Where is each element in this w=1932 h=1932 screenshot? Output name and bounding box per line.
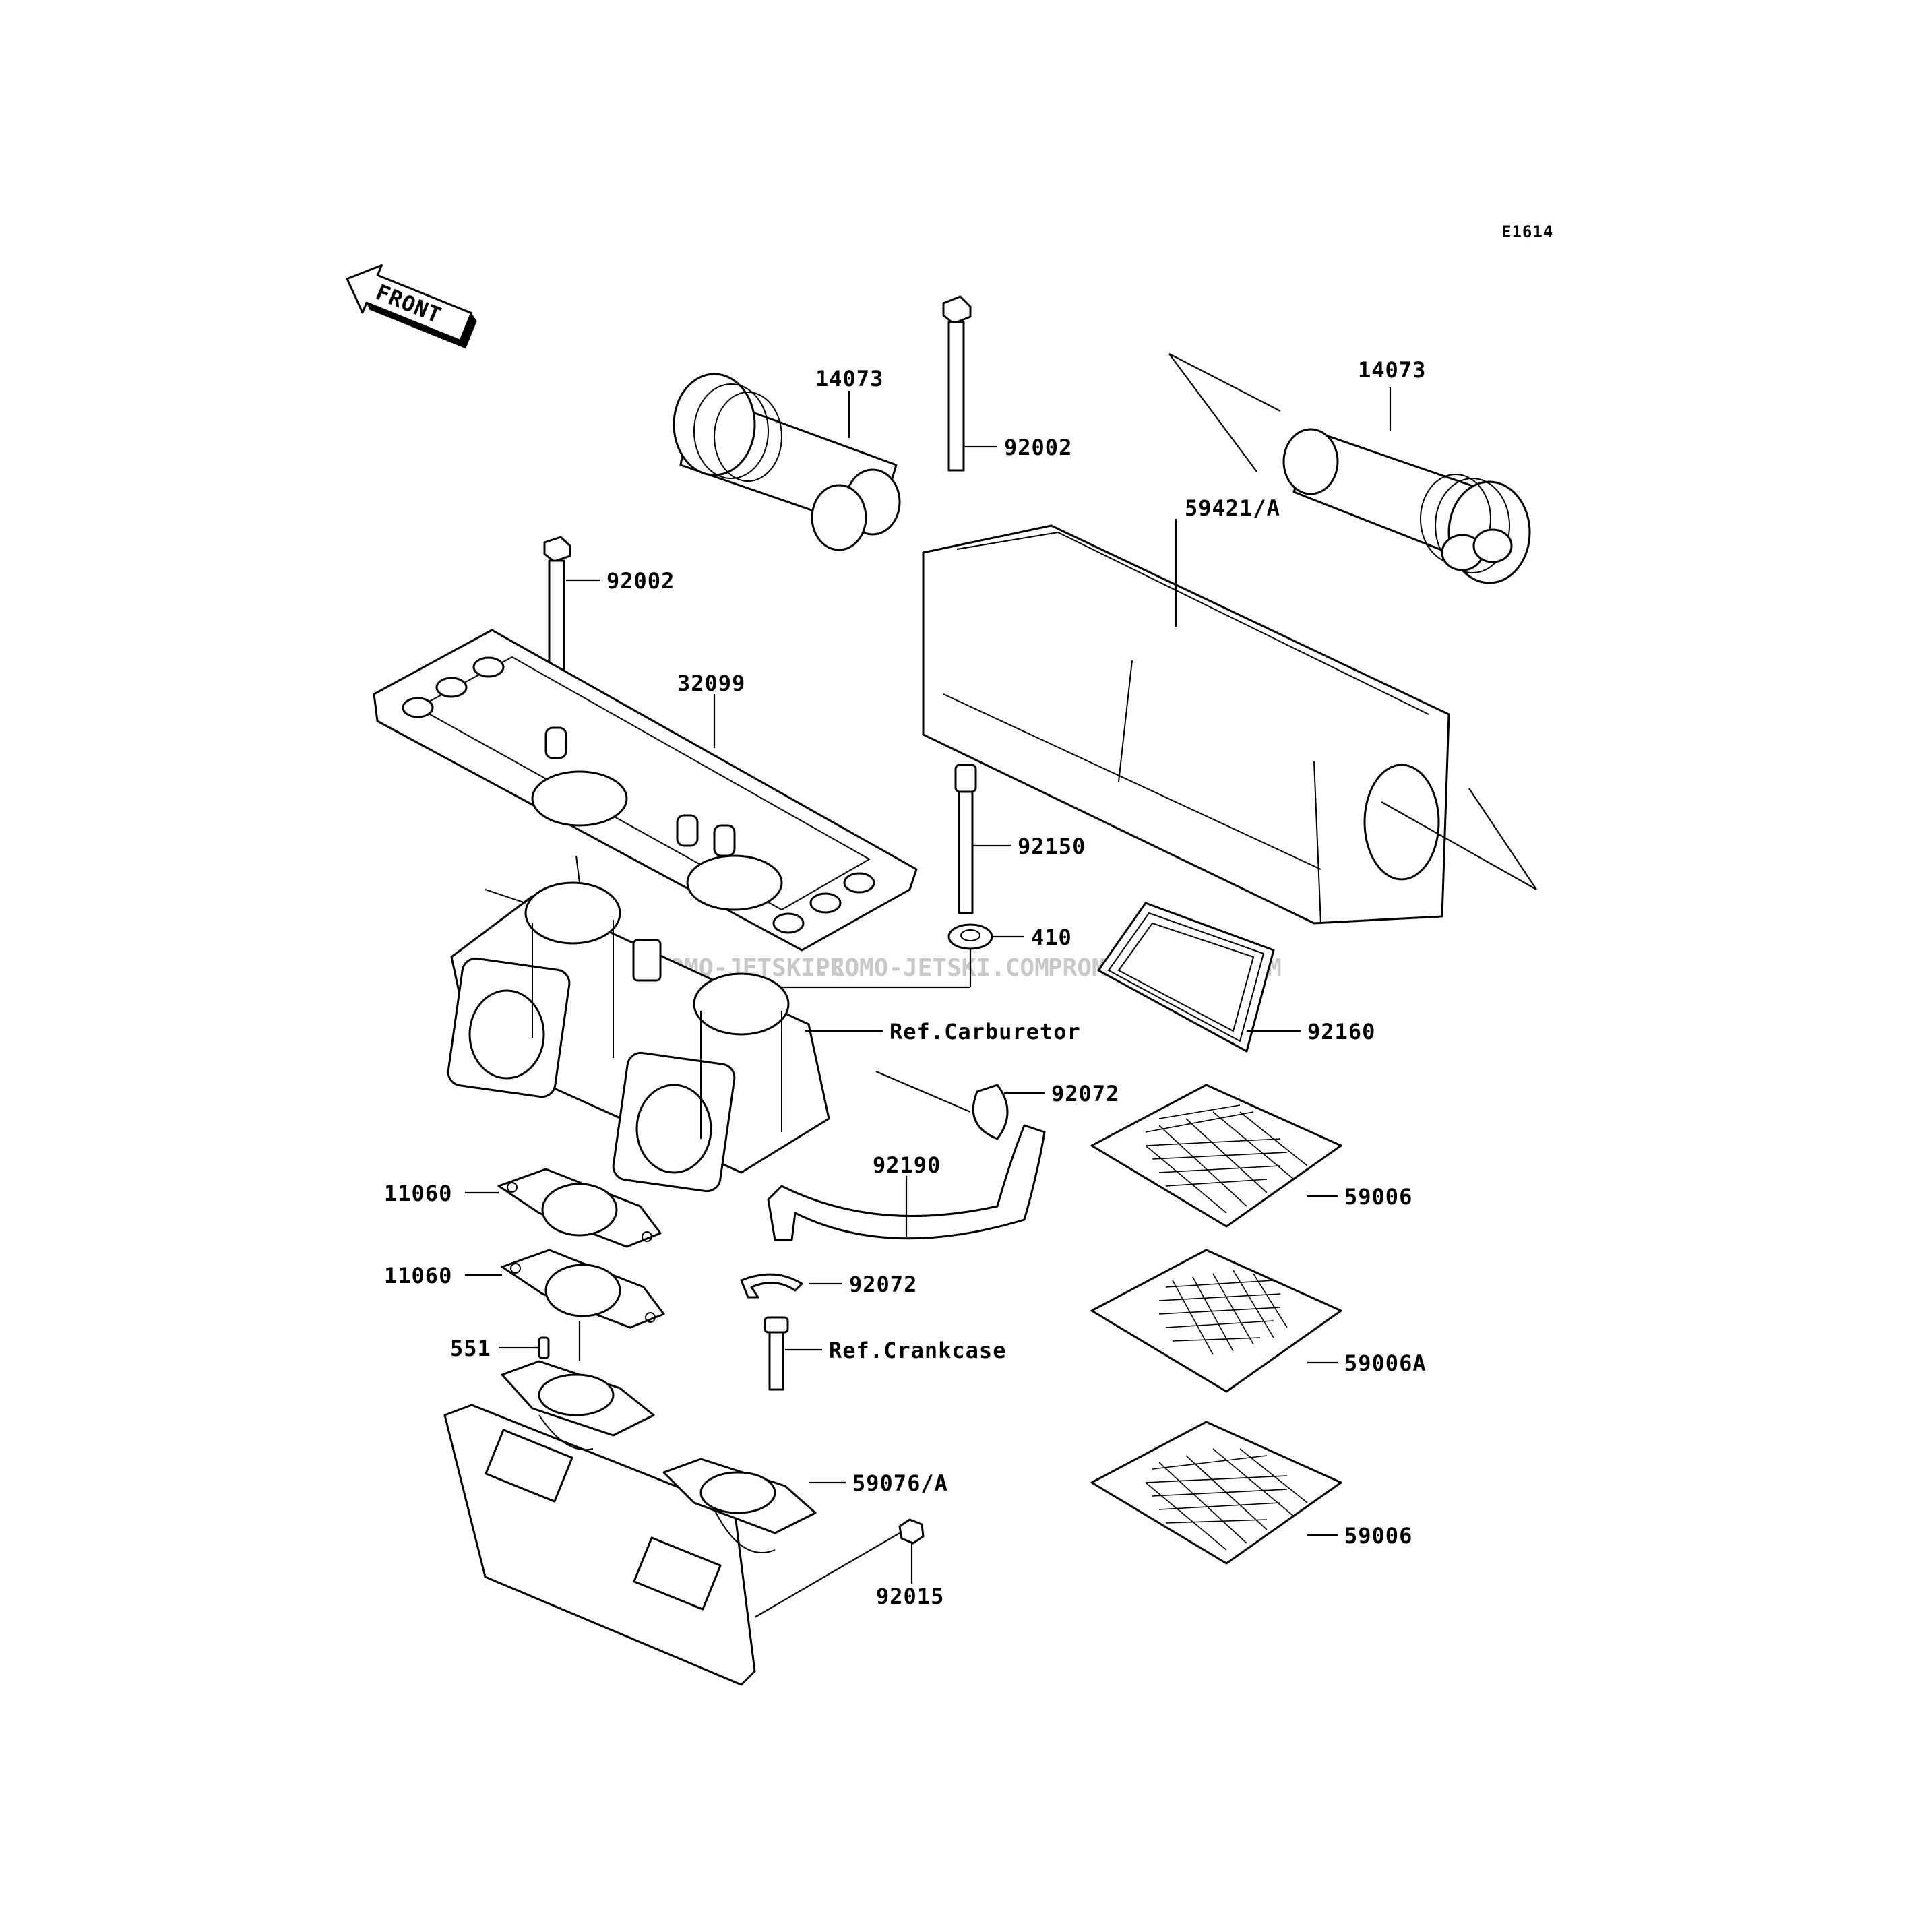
nut-92015: [898, 1518, 925, 1545]
label-59006-b: 59006: [1344, 1523, 1412, 1549]
reed-screen-59006-upper: [1090, 1084, 1342, 1228]
label-59421: 59421/A: [1185, 495, 1280, 521]
label-92002-a: 92002: [1004, 435, 1072, 460]
dowel-pin-551: [538, 1336, 550, 1359]
label-32099: 32099: [677, 671, 745, 696]
bolt-92002-upper: [942, 295, 972, 472]
label-92072-a: 92072: [1051, 1081, 1119, 1107]
label-14073-a: 14073: [815, 366, 883, 392]
label-ref-crankcase: Ref.Crankcase: [829, 1338, 1006, 1363]
reed-base-plate: [373, 629, 918, 952]
label-92160: 92160: [1307, 1019, 1375, 1045]
label-59006-a: 59006: [1344, 1184, 1412, 1210]
watermark-text-2: PROMO-JETSKI.COM: [815, 954, 1049, 982]
hose-clip-92072-upper: [972, 1084, 1009, 1140]
label-14073-b: 14073: [1358, 357, 1426, 383]
reed-screen-59006A: [1090, 1249, 1342, 1393]
label-92015: 92015: [876, 1584, 944, 1609]
gasket-11060-lower: [501, 1249, 665, 1329]
gasket-92160: [1097, 902, 1275, 1053]
label-59006A: 59006A: [1344, 1350, 1427, 1376]
stud-bolt-92150: [954, 764, 977, 914]
hose-92190: [767, 1124, 1046, 1241]
air-duct-right: [1282, 428, 1531, 584]
label-92190: 92190: [873, 1152, 941, 1178]
label-ref-carburetor: Ref.Carburetor: [890, 1019, 1081, 1045]
air-box-cover: [922, 524, 1450, 925]
front-arrow-icon: FRONT: [346, 264, 477, 349]
label-410: 410: [1031, 925, 1072, 950]
washer-410: [947, 923, 993, 950]
air-duct-left: [673, 373, 901, 551]
label-92150: 92150: [1018, 834, 1086, 859]
carburetor-assembly: [447, 855, 830, 1193]
hose-clip-92072-lower: [740, 1273, 803, 1299]
label-11060-a: 11060: [384, 1181, 452, 1206]
bolt-ref-crankcase: [764, 1316, 789, 1391]
label-59076: 59076/A: [852, 1470, 948, 1496]
label-11060-b: 11060: [384, 1263, 452, 1288]
reed-screen-59006-lower: [1090, 1421, 1342, 1565]
label-92072-b: 92072: [849, 1272, 917, 1297]
label-551: 551: [450, 1336, 491, 1361]
diagram-code: E1614: [1501, 222, 1553, 241]
intake-adapter-59076: [443, 1360, 817, 1686]
label-92002-b: 92002: [606, 568, 675, 594]
gasket-11060-upper: [497, 1168, 662, 1248]
